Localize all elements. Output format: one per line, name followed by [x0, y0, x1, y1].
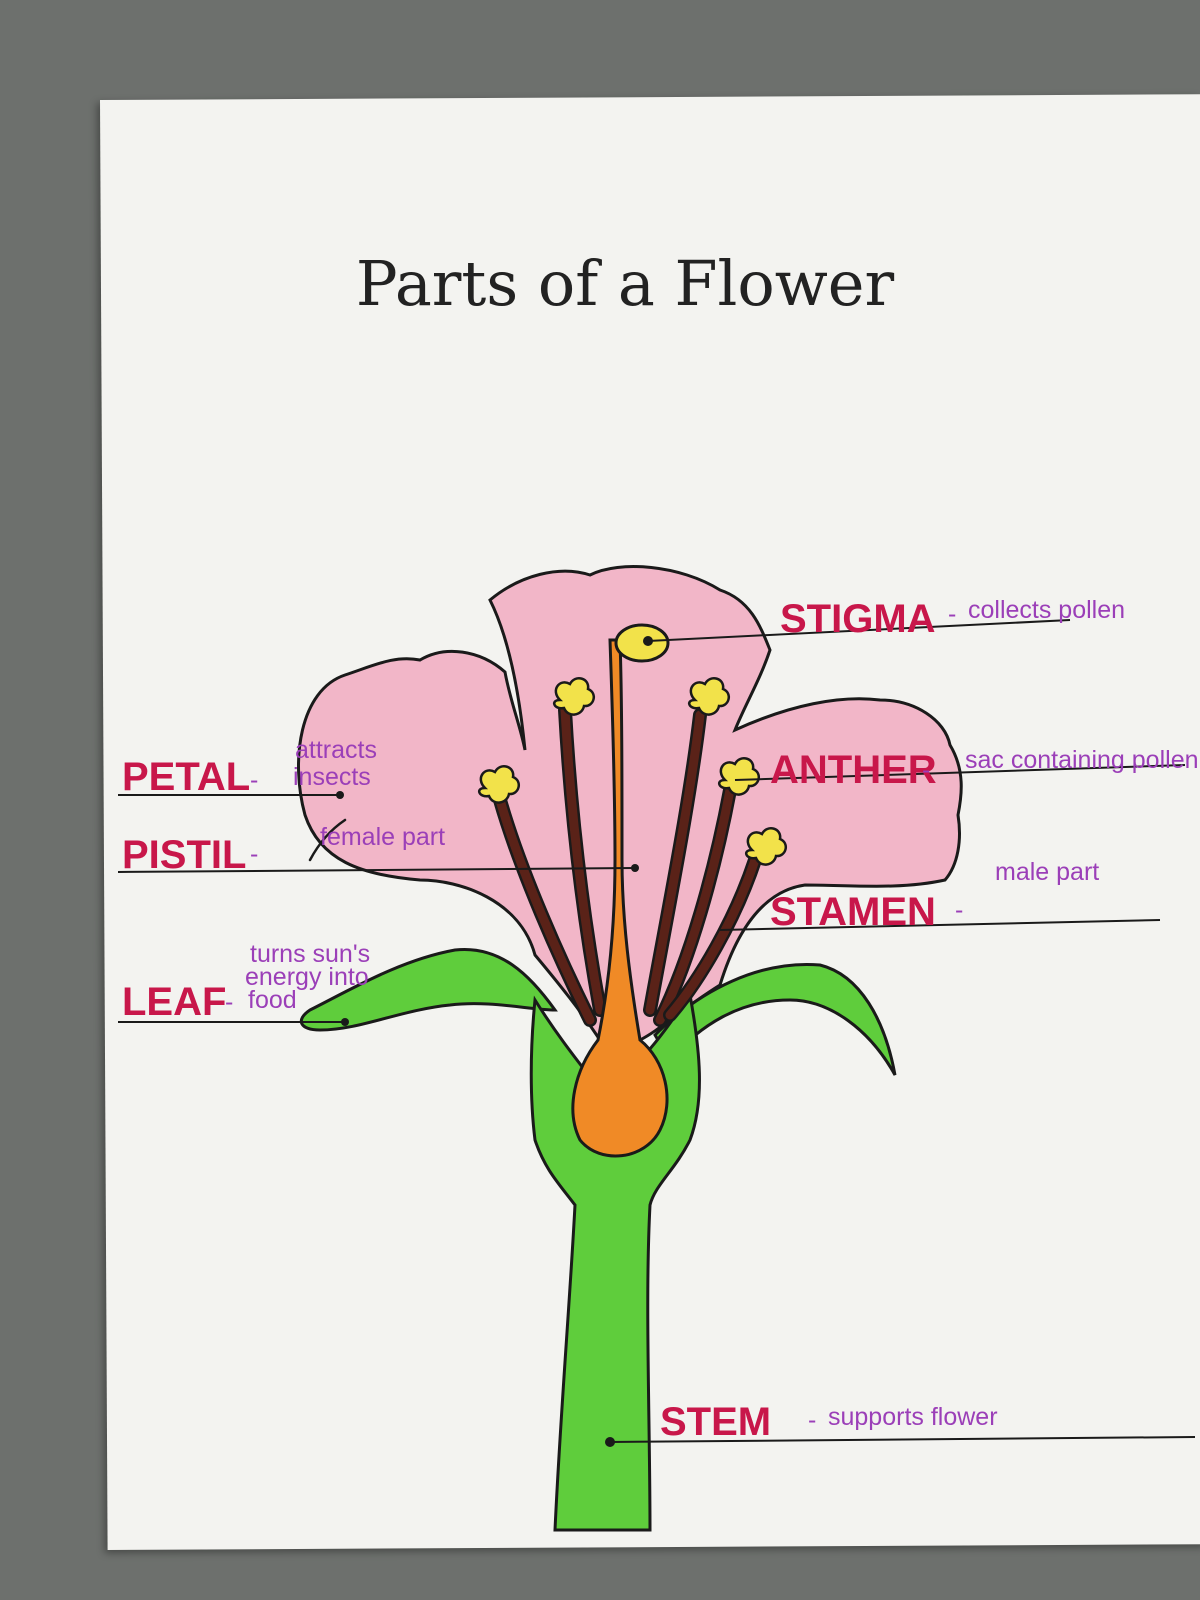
page-title: Parts of a Flower: [356, 247, 895, 320]
leader-lines: [117, 619, 1196, 1443]
leaf-description-line2: energy into: [245, 963, 369, 991]
label-stem: STEM: [660, 1400, 771, 1444]
label-anther: ANTHER: [770, 748, 937, 792]
leaf-description-line1: turns sun's: [250, 940, 370, 968]
left-leaf-shape: [299, 947, 558, 1032]
label-petal: PETAL: [122, 755, 250, 799]
leader-dots: [336, 791, 639, 1447]
stamen-filaments: [493, 703, 762, 1027]
anther-description: sac containing pollen: [965, 746, 1199, 774]
stem-dash: -: [808, 1406, 816, 1434]
label-stigma: STIGMA: [780, 597, 936, 641]
stigma-shape: [614, 623, 670, 663]
petal-dash: -: [250, 766, 258, 794]
stamen-dash: -: [955, 896, 963, 924]
label-leaf: LEAF: [122, 980, 226, 1024]
label-pistil: PISTIL: [122, 833, 246, 877]
pistil-description-pointer: [308, 818, 347, 862]
petal-description-line2: insects: [293, 763, 371, 791]
petal-description-line1: attracts: [295, 736, 377, 764]
leaf-description-line3: food: [248, 986, 297, 1014]
stem-description: supports flower: [828, 1403, 998, 1431]
stigma-dash: -: [948, 600, 956, 628]
anther-dash: -: [922, 756, 930, 784]
stigma-description: collects pollen: [968, 596, 1125, 624]
pistil-dash: -: [250, 840, 258, 868]
right-leaf-shape: [653, 962, 897, 1076]
label-stamen: STAMEN: [770, 890, 936, 934]
pistil-shape: [571, 638, 669, 1158]
stamen-description: male part: [995, 858, 1099, 886]
pistil-description: female part: [320, 823, 445, 851]
anther-shapes: [477, 677, 788, 866]
leaf-dash: -: [225, 988, 233, 1016]
